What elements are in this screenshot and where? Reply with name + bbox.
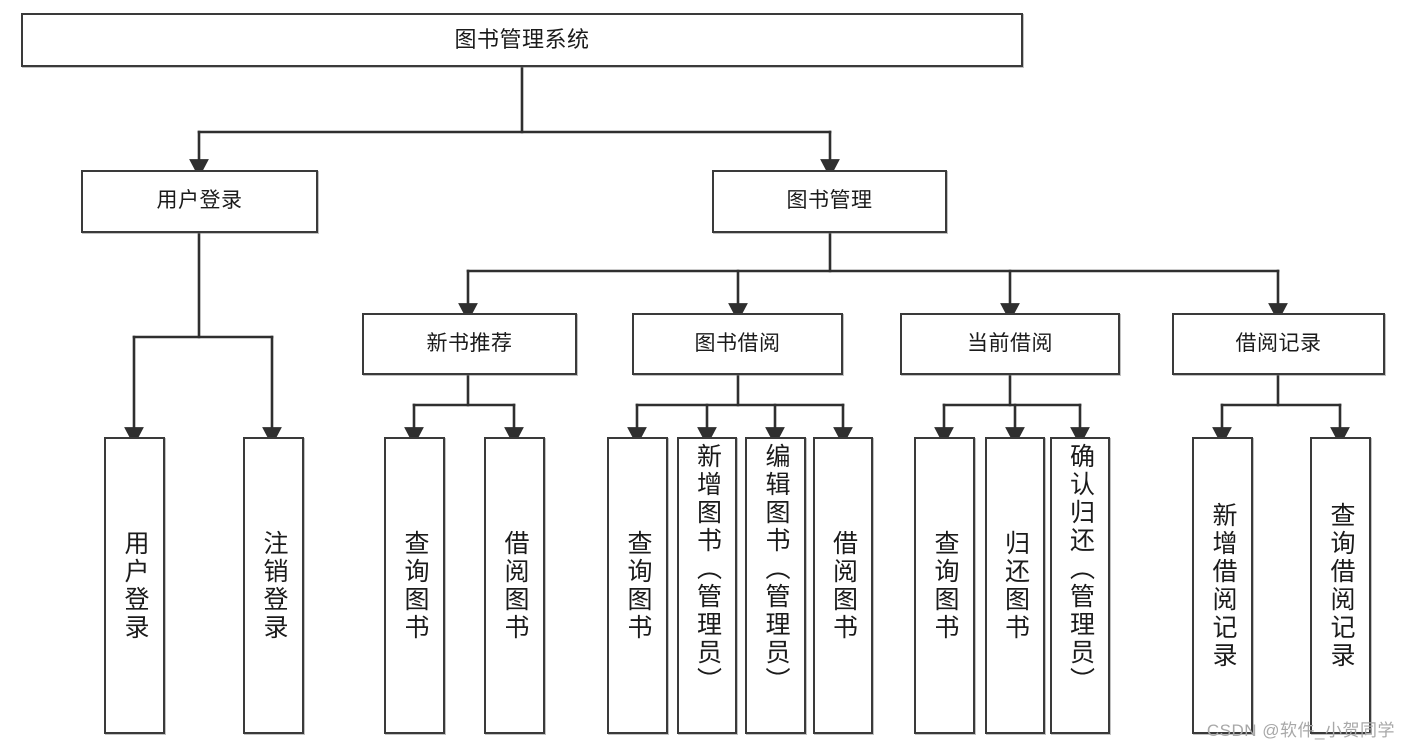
node-root[interactable]: 图书管理系统 — [21, 13, 1023, 67]
node-new-book-recommend-label: 新书推荐 — [426, 331, 513, 355]
node-current-borrow[interactable]: 当前借阅 — [900, 313, 1120, 375]
leaf-return-book-label: 归还图书 — [1001, 529, 1030, 642]
leaf-confirm-return-label: 确认归还（管理员） — [1066, 443, 1095, 695]
leaf-query-book-2-label: 查询图书 — [624, 529, 652, 642]
leaf-edit-book[interactable]: 编辑图书（管理员） — [745, 437, 806, 734]
node-user-login-label: 用户登录 — [156, 189, 243, 213]
leaf-query-record[interactable]: 查询借阅记录 — [1310, 437, 1371, 734]
node-borrow-record-label: 借阅记录 — [1235, 331, 1322, 355]
leaf-query-book-2[interactable]: 查询图书 — [607, 437, 668, 734]
node-user-login[interactable]: 用户登录 — [81, 170, 318, 233]
leaf-add-book[interactable]: 新增图书（管理员） — [677, 437, 737, 734]
watermark: CSDN @软件_小贺同学 — [1206, 721, 1395, 740]
node-current-borrow-label: 当前借阅 — [967, 331, 1053, 355]
leaf-query-book-3[interactable]: 查询图书 — [914, 437, 975, 734]
leaf-edit-book-label: 编辑图书（管理员） — [762, 443, 790, 695]
leaf-add-record-label: 新增借阅记录 — [1209, 501, 1237, 670]
leaf-user-login[interactable]: 用户登录 — [104, 437, 165, 734]
node-book-manage[interactable]: 图书管理 — [712, 170, 947, 233]
leaf-borrow-book-2[interactable]: 借阅图书 — [813, 437, 873, 734]
node-book-borrow[interactable]: 图书借阅 — [632, 313, 843, 375]
leaf-logout[interactable]: 注销登录 — [243, 437, 304, 734]
node-root-label: 图书管理系统 — [454, 26, 590, 52]
leaf-borrow-book-1-label: 借阅图书 — [501, 529, 529, 642]
node-book-manage-label: 图书管理 — [786, 189, 873, 213]
node-borrow-record[interactable]: 借阅记录 — [1172, 313, 1385, 375]
leaf-return-book[interactable]: 归还图书 — [985, 437, 1045, 734]
leaf-query-book-3-label: 查询图书 — [931, 529, 959, 642]
leaf-borrow-book-1[interactable]: 借阅图书 — [484, 437, 545, 734]
leaf-logout-label: 注销登录 — [260, 529, 288, 642]
leaf-query-book-1[interactable]: 查询图书 — [384, 437, 445, 734]
leaf-query-record-label: 查询借阅记录 — [1327, 501, 1355, 670]
leaf-add-record[interactable]: 新增借阅记录 — [1192, 437, 1253, 734]
leaf-confirm-return[interactable]: 确认归还（管理员） — [1050, 437, 1110, 734]
leaf-user-login-label: 用户登录 — [121, 529, 149, 642]
node-book-borrow-label: 图书借阅 — [694, 331, 781, 355]
leaf-query-book-1-label: 查询图书 — [401, 529, 429, 642]
node-new-book-recommend[interactable]: 新书推荐 — [362, 313, 577, 375]
leaf-add-book-label: 新增图书（管理员） — [693, 443, 722, 695]
leaf-borrow-book-2-label: 借阅图书 — [829, 529, 858, 642]
